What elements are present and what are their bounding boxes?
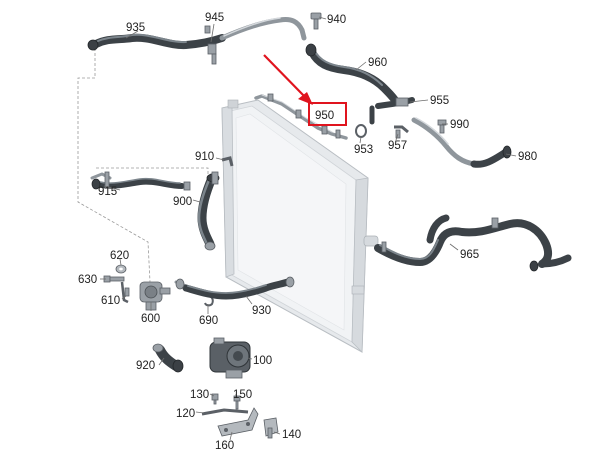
callout-120[interactable]: 120 [176,408,195,420]
part-900-hose[interactable] [197,171,220,251]
callout-620[interactable]: 620 [110,250,129,262]
part-140-bracket[interactable] [263,417,279,439]
part-600-pump[interactable] [139,281,171,311]
dashed-leaders [77,48,209,283]
callout-960[interactable]: 960 [368,57,387,69]
radiator[interactable] [221,99,379,353]
callout-980[interactable]: 980 [518,151,537,163]
part-130-clip[interactable] [211,393,219,405]
callout-160[interactable]: 160 [215,440,234,452]
part-960-hose[interactable] [305,43,400,106]
part-160-bracket[interactable] [217,407,259,437]
callout-935[interactable]: 935 [126,22,145,34]
part-990-bolt[interactable] [437,119,447,134]
callout-150[interactable]: 150 [233,389,252,401]
callout-140[interactable]: 140 [282,429,301,441]
part-150-bolt[interactable] [233,395,241,410]
highlight-box-950 [308,102,347,126]
part-940-bolt[interactable] [310,12,322,30]
callout-965[interactable]: 965 [460,249,479,261]
callout-910[interactable]: 910 [195,151,214,163]
callout-957[interactable]: 957 [388,140,407,152]
part-957-fitting[interactable] [394,125,409,139]
callout-953[interactable]: 953 [354,144,373,156]
callout-945[interactable]: 945 [205,12,224,24]
part-100-water-pump[interactable] [209,337,251,379]
callout-100[interactable]: 100 [253,355,272,367]
part-620-washer[interactable] [115,264,127,274]
callout-690[interactable]: 690 [199,315,218,327]
callout-950[interactable]: 950 [315,110,334,122]
callout-915[interactable]: 915 [98,186,117,198]
part-953-clamp[interactable] [355,124,367,138]
part-610-bracket[interactable] [120,281,130,304]
part-945-pipe[interactable] [204,17,307,65]
leader-lines [100,16,517,441]
part-910-fitting[interactable] [221,156,234,167]
callout-130[interactable]: 130 [190,389,209,401]
part-965-hose[interactable] [374,214,572,272]
highlight-arrow [263,54,313,105]
part-930-hose[interactable] [174,276,295,300]
part-915-hose[interactable] [90,171,191,191]
part-920-hose[interactable] [152,343,184,373]
callout-920[interactable]: 920 [136,360,155,372]
callout-630[interactable]: 630 [78,274,97,286]
part-935-hose[interactable] [87,33,226,51]
part-630-bolt[interactable] [103,275,125,283]
callout-610[interactable]: 610 [101,295,120,307]
callout-930[interactable]: 930 [252,305,271,317]
callout-labels: 935 945 940 960 955 950 990 953 957 980 … [78,12,537,452]
callout-600[interactable]: 600 [141,313,160,325]
callout-940[interactable]: 940 [327,14,346,26]
part-120-bracket[interactable] [201,408,249,416]
part-955-hose[interactable] [369,97,415,125]
callout-990[interactable]: 990 [450,119,469,131]
callout-900[interactable]: 900 [173,196,192,208]
callout-955[interactable]: 955 [430,95,449,107]
part-980-hose[interactable] [411,117,512,168]
